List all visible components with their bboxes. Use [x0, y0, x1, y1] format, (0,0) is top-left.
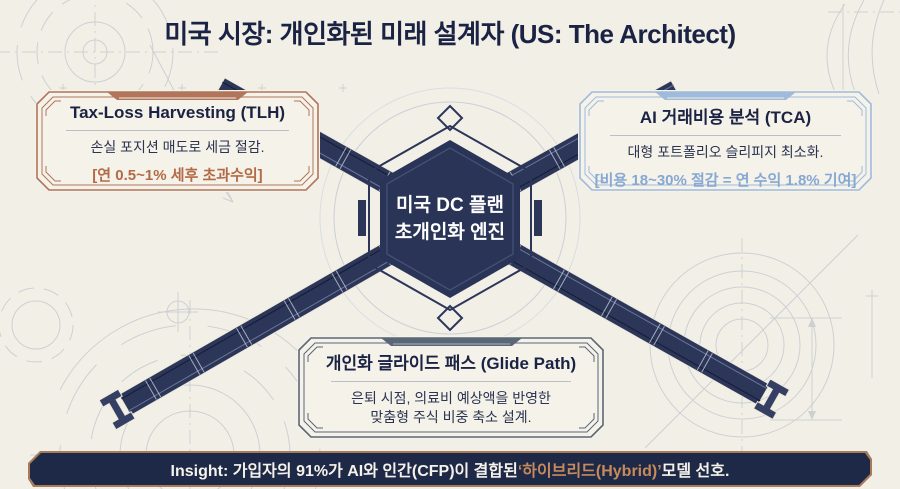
card-content: AI 거래비용 분석 (TCA) 대형 포트폴리오 슬리피지 최소화. [비용 …: [578, 90, 873, 190]
card-divider: [331, 381, 571, 382]
card-title-tca: AI 거래비용 분석 (TCA): [639, 108, 812, 127]
card-ai-transaction-cost-analysis: AI 거래비용 분석 (TCA) 대형 포트폴리오 슬리피지 최소화. [비용 …: [578, 90, 873, 192]
insight-highlight: ‘하이브리드(Hybrid)’: [517, 463, 662, 480]
card-highlight-tca: [비용 18~30% 절감 = 연 수익 1.8% 기여]: [594, 172, 857, 189]
hub-label-line1: 미국 DC 플랜: [396, 195, 504, 216]
card-divider: [610, 135, 840, 136]
insight-prefix: Insight: 가입자의 91%가 AI와 인간(CFP)이 결합된: [170, 463, 518, 480]
card-body-glide-line1: 은퇴 시점, 의료비 예상액을 반영한: [351, 390, 551, 406]
crosshair-circle-icon: [158, 292, 198, 332]
card-body-tlh: 손실 포지션 매도로 세금 절감.: [90, 139, 265, 155]
beam-end-cross-section: [98, 388, 136, 431]
card-glide-path: 개인화 글라이드 패스 (Glide Path) 은퇴 시점, 의료비 예상액을…: [297, 336, 605, 439]
card-frame-copper: [35, 90, 320, 192]
arcs-top-right-icon: [826, 0, 900, 96]
card-divider: [66, 130, 288, 131]
card-highlight-tlh: [연 0.5~1% 세후 초과수익]: [92, 167, 263, 184]
insight-bar: Insight: 가입자의 91%가 AI와 인간(CFP)이 결합된 ‘하이브…: [28, 451, 872, 487]
hub-hexagon-fill: [380, 140, 520, 298]
gear-small-left-icon: [0, 287, 74, 363]
beam-end-cross-section: [752, 378, 791, 421]
insight-bar-text: Insight: 가입자의 91%가 AI와 인간(CFP)이 결합된 ‘하이브…: [30, 453, 870, 485]
card-title-tlh: Tax-Loss Harvesting (TLH): [69, 103, 286, 122]
card-body-tca: 대형 포트폴리오 슬리피지 최소화.: [627, 144, 824, 160]
card-frame-steel-blue: [578, 90, 873, 192]
hub-label: 미국 DC 플랜 초개인화 엔진: [360, 192, 540, 246]
beam-lower-left: [98, 221, 431, 431]
card-body-glide-line2: 맞춤형 주식 비중 축소 설계.: [370, 409, 532, 425]
card-content: 개인화 글라이드 패스 (Glide Path) 은퇴 시점, 의료비 예상액을…: [297, 336, 605, 427]
card-frame-slate: [297, 336, 605, 439]
hub-hexagon: [358, 104, 542, 332]
hub-label-line2: 초개인화 엔진: [394, 222, 506, 243]
tick-cross-marks: [59, 84, 878, 378]
dimension-lines-icon: [770, 317, 842, 421]
card-content: Tax-Loss Harvesting (TLH) 손실 포지션 매도로 세금 …: [35, 90, 320, 185]
page-title: 미국 시장: 개인화된 미래 설계자 (US: The Architect): [164, 19, 736, 49]
insight-suffix: 모델 선호.: [661, 463, 730, 480]
card-tax-loss-harvesting: Tax-Loss Harvesting (TLH) 손실 포지션 매도로 세금 …: [35, 90, 320, 192]
card-title-glide: 개인화 글라이드 패스 (Glide Path): [325, 354, 577, 373]
